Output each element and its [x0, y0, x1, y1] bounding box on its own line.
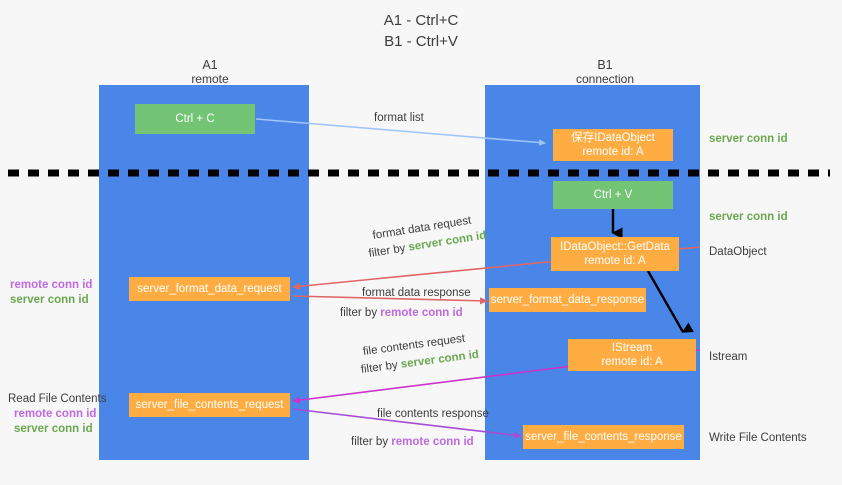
column-header-b1-name: B1	[597, 58, 613, 72]
left-label-group-lower: Read File Contents remote conn id server…	[8, 392, 106, 437]
left-label-read-file-contents: Read File Contents	[8, 393, 107, 405]
box-server-format-data-response-label: server_format_data_response	[490, 294, 645, 306]
filter-by-text-2: filter by	[340, 307, 378, 319]
edge-label-file-contents-response-filter: filter by remote conn id	[351, 434, 474, 450]
box-server-file-contents-request-label: server_file_contents_request	[135, 399, 284, 411]
box-getdata-line2: remote id: A	[584, 255, 646, 267]
right-label-server-conn-id-top: server conn id	[709, 133, 788, 145]
column-header-b1-sub: connection	[575, 72, 635, 86]
box-ctrl-v[interactable]: Ctrl + V	[553, 181, 673, 209]
filter-by-text-3: filter by	[360, 359, 399, 377]
filter-by-text-4: filter by	[351, 436, 389, 448]
box-istream-line1: IStream	[611, 342, 653, 354]
box-server-format-data-response[interactable]: server_format_data_response	[489, 288, 646, 312]
box-istream[interactable]: IStream remote id: A	[568, 339, 696, 371]
left-label-remote-conn-id-upper: remote conn id	[10, 279, 93, 291]
remote-conn-id-text-1: remote conn id	[380, 307, 463, 319]
box-save-idataobject[interactable]: 保存IDataObject remote id: A	[553, 129, 673, 161]
box-ctrl-v-label: Ctrl + V	[593, 189, 633, 201]
title-line-2: B1 - Ctrl+V	[384, 33, 458, 50]
box-server-format-data-request[interactable]: server_format_data_request	[129, 277, 290, 301]
edge-label-format-data-request: format data request filter by server con…	[367, 215, 489, 262]
right-label-dataobject: DataObject	[709, 246, 767, 258]
edge-label-format-list: format list	[374, 112, 424, 124]
box-server-file-contents-response-label: server_file_contents_response	[525, 431, 682, 443]
right-label-istream: Istream	[709, 351, 748, 363]
left-label-server-conn-id-upper: server conn id	[10, 294, 89, 306]
box-server-file-contents-request[interactable]: server_file_contents_request	[129, 393, 290, 417]
box-server-file-contents-response[interactable]: server_file_contents_response	[523, 425, 684, 449]
title-line-1: A1 - Ctrl+C	[383, 12, 459, 29]
left-label-server-conn-id-lower: server conn id	[14, 423, 93, 435]
page-title: A1 - Ctrl+C B1 - Ctrl+V	[0, 10, 842, 52]
left-label-group-upper: remote conn id server conn id	[10, 278, 92, 308]
box-server-format-data-request-label: server_format_data_request	[137, 283, 282, 295]
edge-label-format-data-response: format data response	[362, 287, 471, 299]
column-header-b1: B1 connection	[515, 58, 695, 86]
box-ctrl-c[interactable]: Ctrl + C	[135, 104, 255, 134]
filter-by-text-1: filter by	[367, 242, 407, 261]
box-save-idataobject-line2: remote id: A	[582, 146, 644, 158]
edge-label-file-contents-response: file contents response	[377, 408, 489, 420]
column-header-a1-name: A1	[202, 58, 218, 72]
box-ctrl-c-label: Ctrl + C	[175, 113, 215, 125]
column-header-a1: A1 remote	[120, 58, 300, 86]
edge-label-format-data-response-filter: filter by remote conn id	[340, 305, 463, 321]
remote-conn-id-text-2: remote conn id	[391, 436, 474, 448]
box-idataobject-getdata[interactable]: IDataObject::GetData remote id: A	[551, 237, 679, 271]
box-save-idataobject-line1: 保存IDataObject	[571, 132, 655, 144]
right-label-server-conn-id-mid: server conn id	[709, 211, 788, 223]
box-getdata-line1: IDataObject::GetData	[560, 241, 670, 253]
box-istream-line2: remote id: A	[601, 356, 663, 368]
edge-label-file-contents-request: file contents request filter by server c…	[360, 333, 481, 378]
left-label-remote-conn-id-lower: remote conn id	[14, 408, 97, 420]
column-header-a1-sub: remote	[191, 72, 229, 86]
right-label-write-file-contents: Write File Contents	[709, 432, 807, 444]
